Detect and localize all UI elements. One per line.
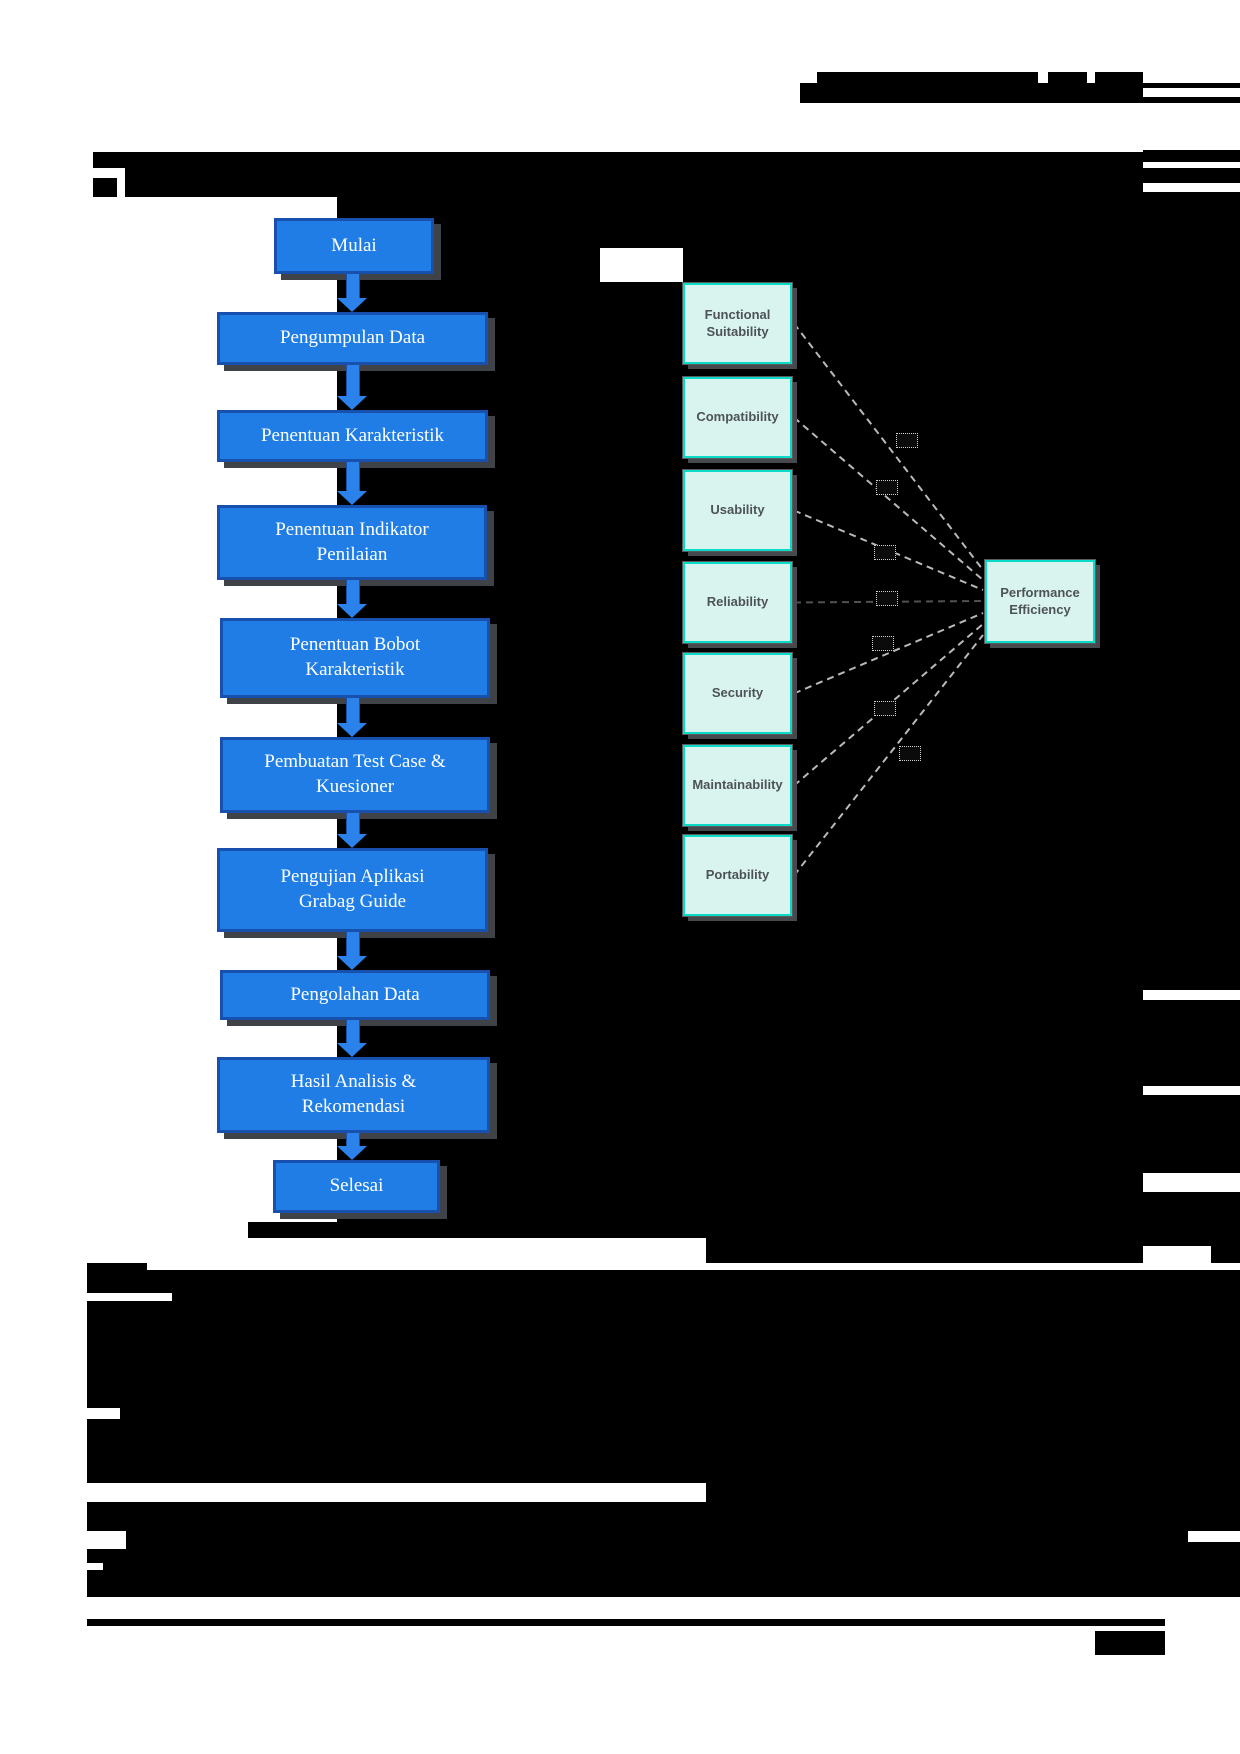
down-arrow-icon — [337, 491, 367, 505]
down-arrow-icon — [346, 1020, 360, 1043]
iso-characteristic-box: Compatibility — [683, 377, 792, 458]
page-gap — [87, 1483, 706, 1502]
redacted-line-label — [896, 433, 918, 448]
flowchart-step: Pengumpulan Data — [217, 312, 488, 365]
redacted-text-bar — [1143, 1095, 1240, 1173]
redacted-text-bar — [1143, 150, 1240, 162]
page-gap — [87, 1408, 120, 1419]
iso-characteristic-box: Functional Suitability — [683, 283, 792, 364]
down-arrow-icon — [337, 834, 367, 848]
redacted-line-label — [899, 746, 921, 761]
iso-characteristic-box: Maintainability — [683, 745, 792, 826]
down-arrow-icon — [346, 580, 360, 604]
page-gap — [1038, 72, 1048, 83]
down-arrow-icon — [346, 698, 360, 723]
down-arrow-icon — [346, 462, 360, 491]
iso-characteristic-box: Reliability — [683, 562, 792, 643]
flowchart-step: Selesai — [273, 1160, 440, 1213]
redacted-text-bar — [87, 1270, 1240, 1597]
flowchart-step: Pengujian Aplikasi Grabag Guide — [217, 848, 488, 932]
down-arrow-icon — [337, 1043, 367, 1057]
flowchart-step: Pengolahan Data — [220, 970, 490, 1020]
iso-characteristic-box: Security — [683, 653, 792, 734]
redacted-line-label — [874, 701, 896, 716]
redacted-text-bar — [125, 152, 1143, 197]
redacted-text-bar — [1143, 97, 1240, 103]
redacted-text-bar — [1143, 1000, 1240, 1086]
page-gap — [87, 1563, 103, 1570]
flowchart-step: Pembuatan Test Case & Kuesioner — [220, 737, 490, 813]
down-arrow-icon — [337, 396, 367, 410]
redacted-line-label — [876, 591, 898, 606]
down-arrow-icon — [346, 365, 360, 396]
page-gap — [1188, 1531, 1240, 1542]
redacted-text-bar — [1143, 83, 1240, 88]
iso-characteristic-box: Portability — [683, 835, 792, 916]
down-arrow-icon — [337, 723, 367, 737]
flowchart-step: Mulai — [274, 218, 434, 274]
redacted-line-label — [874, 545, 896, 560]
redacted-line-label — [876, 480, 898, 495]
redacted-text-bar — [706, 1238, 1143, 1263]
redacted-line-label — [872, 636, 894, 651]
down-arrow-icon — [337, 604, 367, 618]
page-gap — [800, 72, 817, 83]
redacted-text-bar — [800, 72, 1143, 103]
redacted-text-bar — [87, 1263, 147, 1273]
redacted-text-bar — [93, 178, 117, 197]
flowchart-step: Penentuan Indikator Penilaian — [217, 505, 487, 580]
page-gap — [1087, 72, 1095, 83]
redacted-text-bar — [1095, 1631, 1165, 1655]
down-arrow-icon — [346, 274, 360, 298]
down-arrow-icon — [346, 932, 360, 956]
redacted-text-bar — [1143, 192, 1240, 215]
flowchart-step: Penentuan Bobot Karakteristik — [220, 618, 490, 698]
page-gap — [87, 1293, 172, 1301]
redacted-text-bar — [93, 152, 125, 168]
redacted-text-bar — [1143, 215, 1240, 990]
page-gap — [80, 1531, 126, 1549]
iso-target-box: Performance Efficiency — [985, 560, 1095, 643]
down-arrow-icon — [337, 956, 367, 970]
iso-characteristic-box: Usability — [683, 470, 792, 551]
flowchart-step: Penentuan Karakteristik — [217, 410, 488, 462]
down-arrow-icon — [346, 813, 360, 834]
redacted-text-bar — [87, 1619, 1165, 1626]
redacted-text-bar — [1143, 1192, 1240, 1246]
redacted-text-bar — [1143, 168, 1240, 183]
redacted-text-bar — [1211, 1245, 1240, 1263]
flowchart-step: Hasil Analisis & Rekomendasi — [217, 1057, 490, 1133]
down-arrow-icon — [337, 1146, 367, 1160]
redacted-text-bar — [248, 1222, 340, 1238]
down-arrow-icon — [337, 298, 367, 312]
page-gap — [600, 248, 683, 282]
down-arrow-icon — [346, 1133, 360, 1146]
